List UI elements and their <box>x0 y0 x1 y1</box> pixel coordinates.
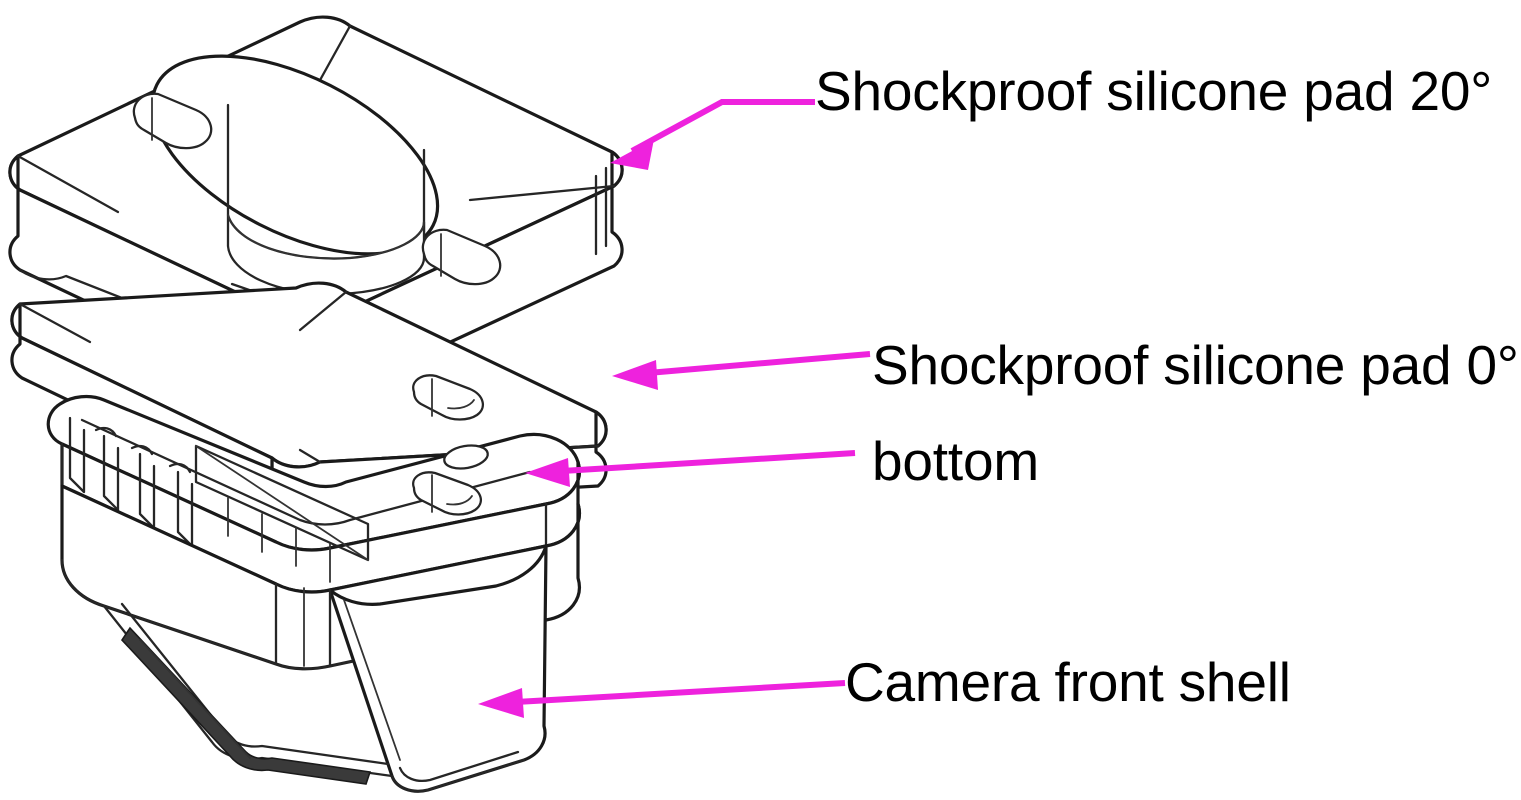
part-camera-front-shell <box>60 484 581 793</box>
callout-label-shockproof-silicone-pad-0: Shockproof silicone pad 0° <box>872 334 1519 396</box>
ring-slot-hole <box>412 471 483 516</box>
callout-arrow-pad0 <box>612 351 871 390</box>
internal-ribs <box>68 416 194 548</box>
callout-arrow-pad20 <box>610 99 815 170</box>
internal-gusset <box>194 444 370 583</box>
callout-label-camera-front-shell: Camera front shell <box>845 651 1291 713</box>
pad-slot-hole <box>412 374 485 421</box>
part-bottom-ring <box>46 394 581 594</box>
callout-arrow-shell <box>478 680 846 718</box>
callout-arrow-bottom <box>525 450 856 487</box>
slot-hole-top-left <box>132 92 213 150</box>
slot-hole-bottom-right <box>421 228 502 286</box>
callout-label-bottom: bottom <box>872 430 1039 492</box>
ring-round-hole <box>443 444 489 470</box>
callout-arrows <box>478 99 871 718</box>
callout-label-shockproof-silicone-pad-20: Shockproof silicone pad 20° <box>815 60 1493 122</box>
